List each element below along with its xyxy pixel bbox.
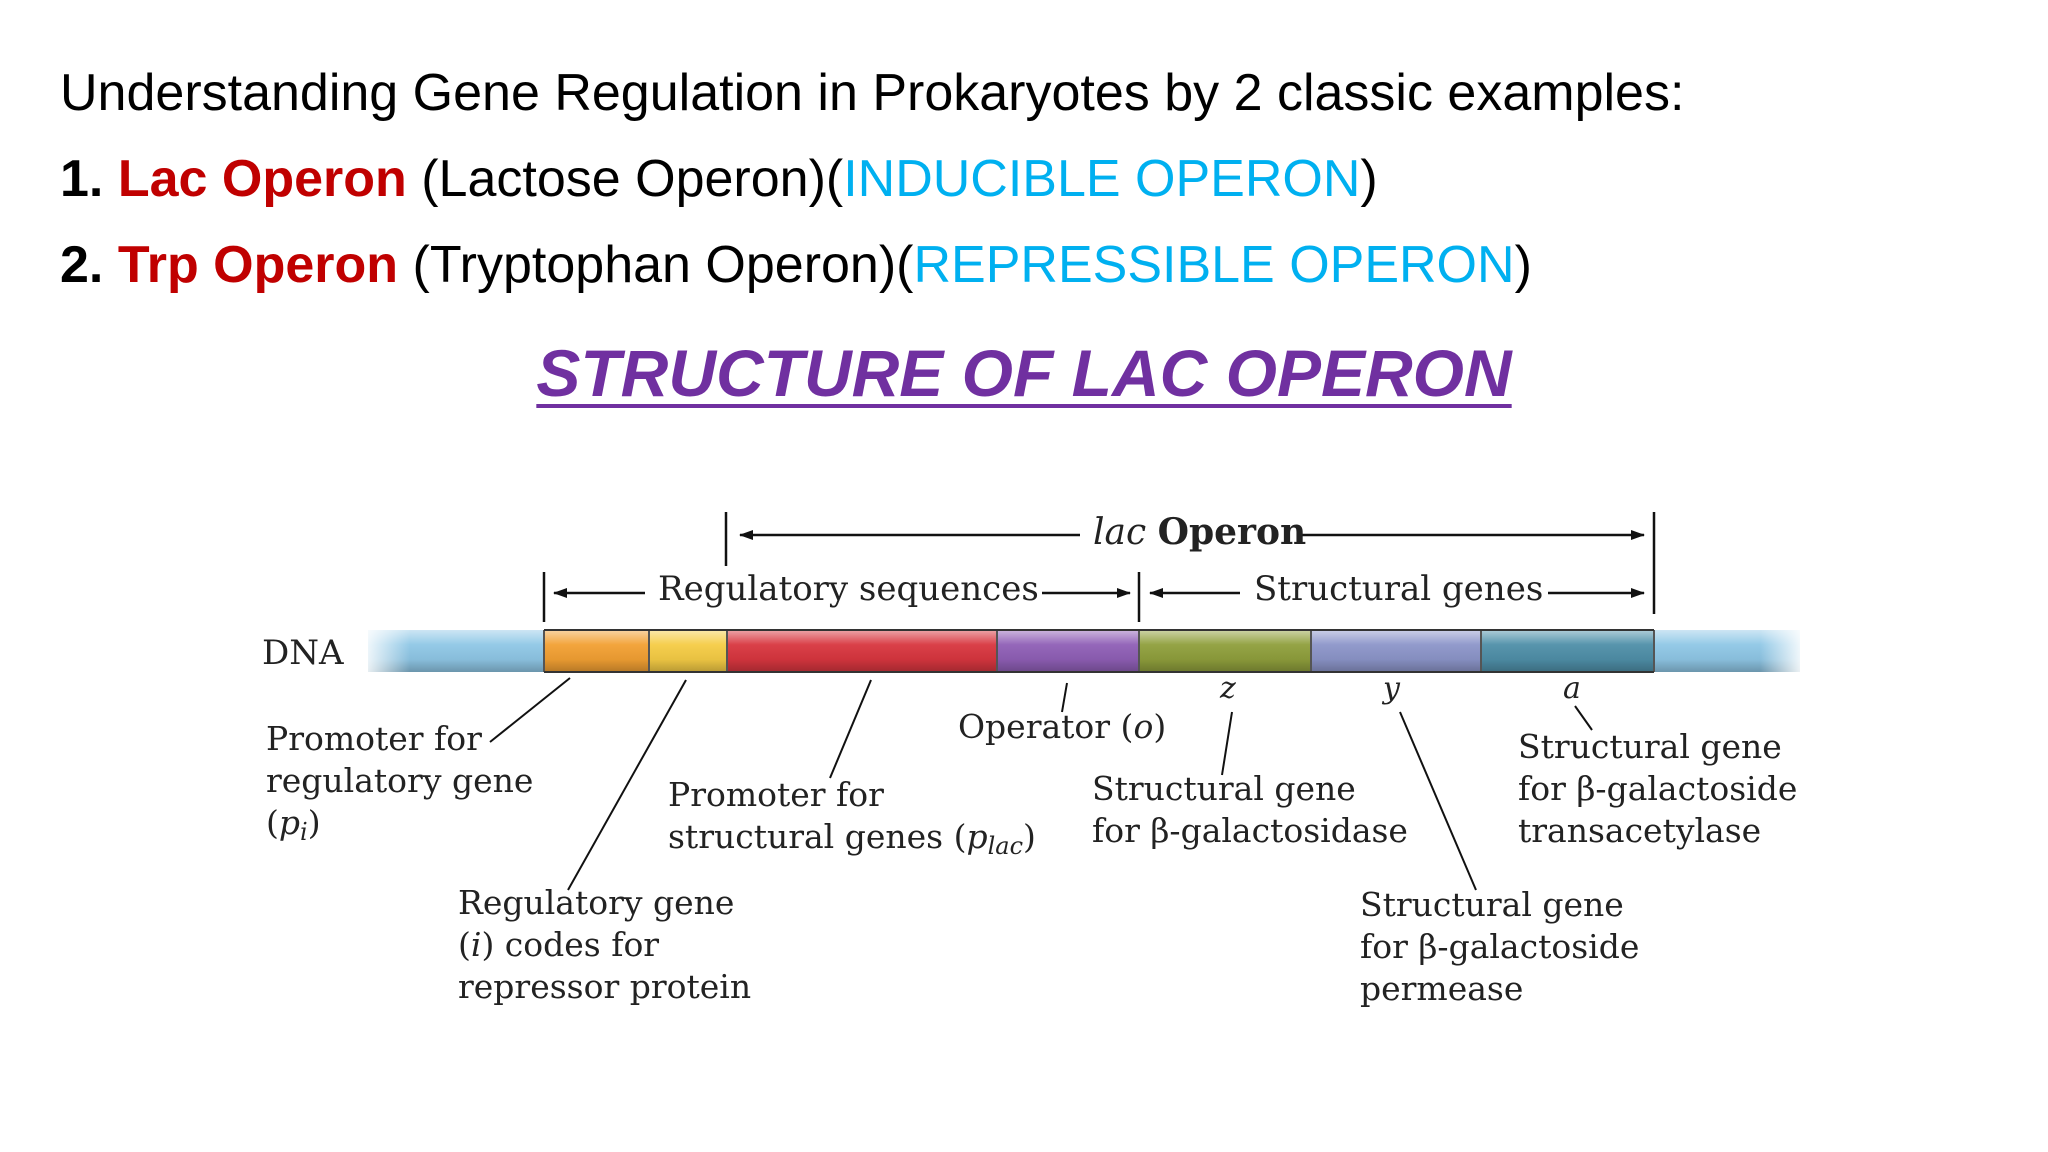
dna-strand	[360, 628, 1806, 674]
intro-item-lac: 1. Lac Operon (Lactose Operon)(INDUCIBLE…	[60, 136, 1684, 222]
pointer-operator	[1061, 682, 1068, 713]
p-symbol: p	[966, 817, 987, 856]
struct-a-line1: Structural gene	[1518, 727, 1782, 766]
segment-dividers	[543, 630, 1655, 672]
promoter-regulatory-symbol: (pi)	[266, 803, 321, 846]
regulatory-gene-line1: Regulatory gene	[458, 883, 734, 922]
i-subscript: i	[300, 818, 308, 846]
dna-fade-left	[360, 628, 410, 674]
intro-title: Understanding Gene Regulation in Prokary…	[60, 64, 1685, 122]
struct-a-line3: transacetylase	[1518, 811, 1761, 850]
lac-subscript: lac	[988, 832, 1023, 860]
gene-a-letter: a	[1563, 671, 1581, 706]
promoter-regulatory-line2: regulatory gene	[266, 761, 533, 800]
operon-full-name: (Lactose Operon)(	[406, 150, 844, 208]
codes-for: codes for	[494, 925, 659, 964]
operator-text: Operator (	[958, 707, 1133, 746]
operon-bold: Operon	[1158, 511, 1307, 553]
operon-type: REPRESSIBLE OPERON	[913, 236, 1515, 294]
struct-y-line3: permease	[1360, 969, 1523, 1008]
intro-item-trp: 2. Trp Operon (Tryptophan Operon)(REPRES…	[60, 222, 1684, 308]
regulatory-gene-line2: (i) codes for	[458, 925, 659, 964]
p-symbol: p	[279, 803, 300, 842]
promoter-regulatory-line1: Promoter for	[266, 719, 482, 758]
pointer-promoter-i	[489, 677, 571, 743]
operon-name: Lac Operon	[117, 150, 407, 208]
o-symbol: o	[1133, 707, 1153, 746]
bracket-lines	[542, 512, 1656, 622]
pointer-gene-a	[1574, 705, 1593, 731]
lac-italic: lac	[1093, 512, 1146, 553]
pointer-gene-z	[1221, 711, 1233, 776]
diagram-labels: lac Operon Regulatory sequences Structur…	[262, 511, 1797, 1008]
operon-type: INDUCIBLE OPERON	[843, 150, 1361, 208]
dna-label: DNA	[262, 633, 344, 673]
struct-z-line1: Structural gene	[1092, 769, 1356, 808]
dna-fade-right	[1760, 628, 1806, 674]
operon-name: Trp Operon	[117, 236, 399, 294]
promoter-structural-line1: Promoter for	[668, 775, 884, 814]
struct-y-line1: Structural gene	[1360, 885, 1624, 924]
operon-full-name: (Tryptophan Operon)(	[398, 236, 914, 294]
structure-title: STRUCTURE OF LAC OPERON	[536, 336, 1512, 410]
gene-y-letter: y	[1381, 671, 1401, 706]
pointer-gene-y	[1399, 711, 1477, 891]
struct-y-line2: for β-galactoside	[1360, 927, 1639, 966]
operator-label: Operator (o)	[958, 707, 1166, 746]
item-number: 1.	[60, 150, 104, 208]
structural-genes-label: Structural genes	[1254, 569, 1543, 609]
structural-genes-paren: structural genes (	[668, 817, 966, 856]
struct-z-line2: for β-galactosidase	[1092, 811, 1408, 850]
pointer-lines	[489, 677, 1593, 891]
gene-z-letter: z	[1219, 671, 1236, 706]
pointer-promoter-lac	[829, 679, 872, 779]
regulatory-gene-line3: repressor protein	[458, 967, 751, 1006]
item-number: 2.	[60, 236, 104, 294]
close-paren: )	[1514, 236, 1532, 294]
pointer-regulatory-gene	[567, 679, 687, 891]
close-paren: )	[1360, 150, 1378, 208]
struct-a-line2: for β-galactoside	[1518, 769, 1797, 808]
i-symbol: i	[471, 925, 482, 964]
regulatory-sequences-label: Regulatory sequences	[658, 569, 1039, 609]
promoter-structural-line2: structural genes (plac)	[668, 817, 1036, 860]
intro-block: Understanding Gene Regulation in Prokary…	[60, 50, 1684, 308]
lac-operon-label: lac Operon	[1093, 511, 1306, 553]
dna-shading	[368, 630, 1800, 672]
